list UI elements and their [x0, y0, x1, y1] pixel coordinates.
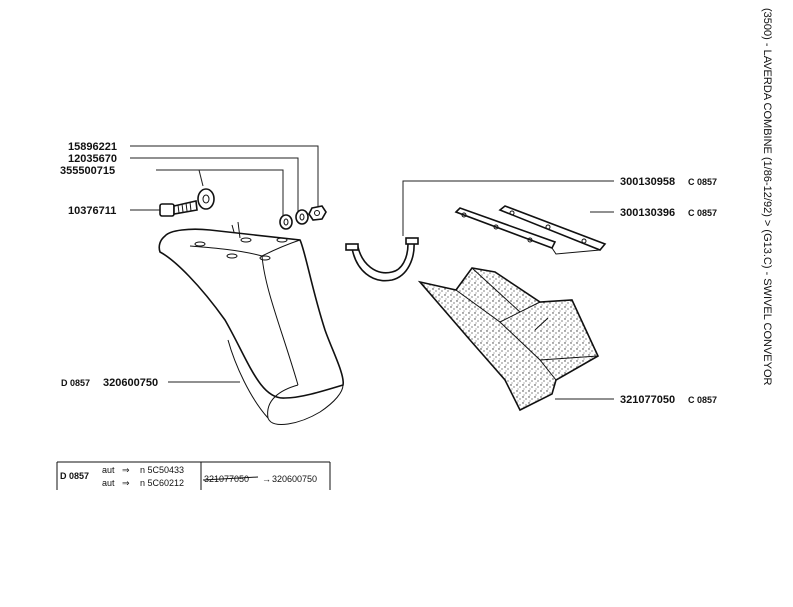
part-label-300130396: 300130396	[620, 207, 675, 219]
part-label-15896221: 15896221	[68, 141, 117, 153]
diagram-title: (3500) - LAVERDA COMBINE (1/86-12/92) > …	[761, 8, 773, 386]
nut-washer-group	[279, 205, 327, 230]
serial-note-box: D 0857 aut ⇒ n 5C50433 aut ⇒ n 5C60212 3…	[56, 461, 331, 490]
part-label-321077050: 321077050	[620, 394, 675, 406]
part-code-300130396: C 0857	[688, 208, 717, 218]
note-line2-arrow: ⇒	[122, 478, 130, 488]
swivel-chute-drawing	[158, 221, 344, 425]
note-line2-prefix: aut	[102, 478, 115, 488]
bracket-drawing	[454, 205, 607, 255]
part-label-10376711: 10376711	[68, 205, 116, 217]
note-new-part: 320600750	[272, 474, 317, 484]
washer-drawing	[197, 188, 215, 210]
bolt-drawing	[159, 200, 198, 217]
leader-lines	[130, 145, 614, 400]
part-label-355500715: 355500715	[60, 165, 115, 177]
part-label-320600750: 320600750	[103, 377, 158, 389]
note-strikethrough	[202, 476, 259, 481]
note-line1-serial: n 5C50433	[140, 465, 184, 475]
conveyor-chute-drawing	[417, 267, 600, 412]
note-code: D 0857	[60, 471, 89, 481]
part-code-300130958: C 0857	[688, 177, 717, 187]
curved-clamp-drawing	[345, 237, 419, 282]
part-label-12035670: 12035670	[68, 153, 117, 165]
part-label-300130958: 300130958	[620, 176, 675, 188]
part-code-320600750: D 0857	[61, 378, 90, 388]
note-line2-serial: n 5C60212	[140, 478, 184, 488]
note-replace-arrow: →	[262, 474, 271, 484]
part-code-321077050: C 0857	[688, 395, 717, 405]
note-line1-arrow: ⇒	[122, 465, 130, 475]
note-line1-prefix: aut	[102, 465, 115, 475]
